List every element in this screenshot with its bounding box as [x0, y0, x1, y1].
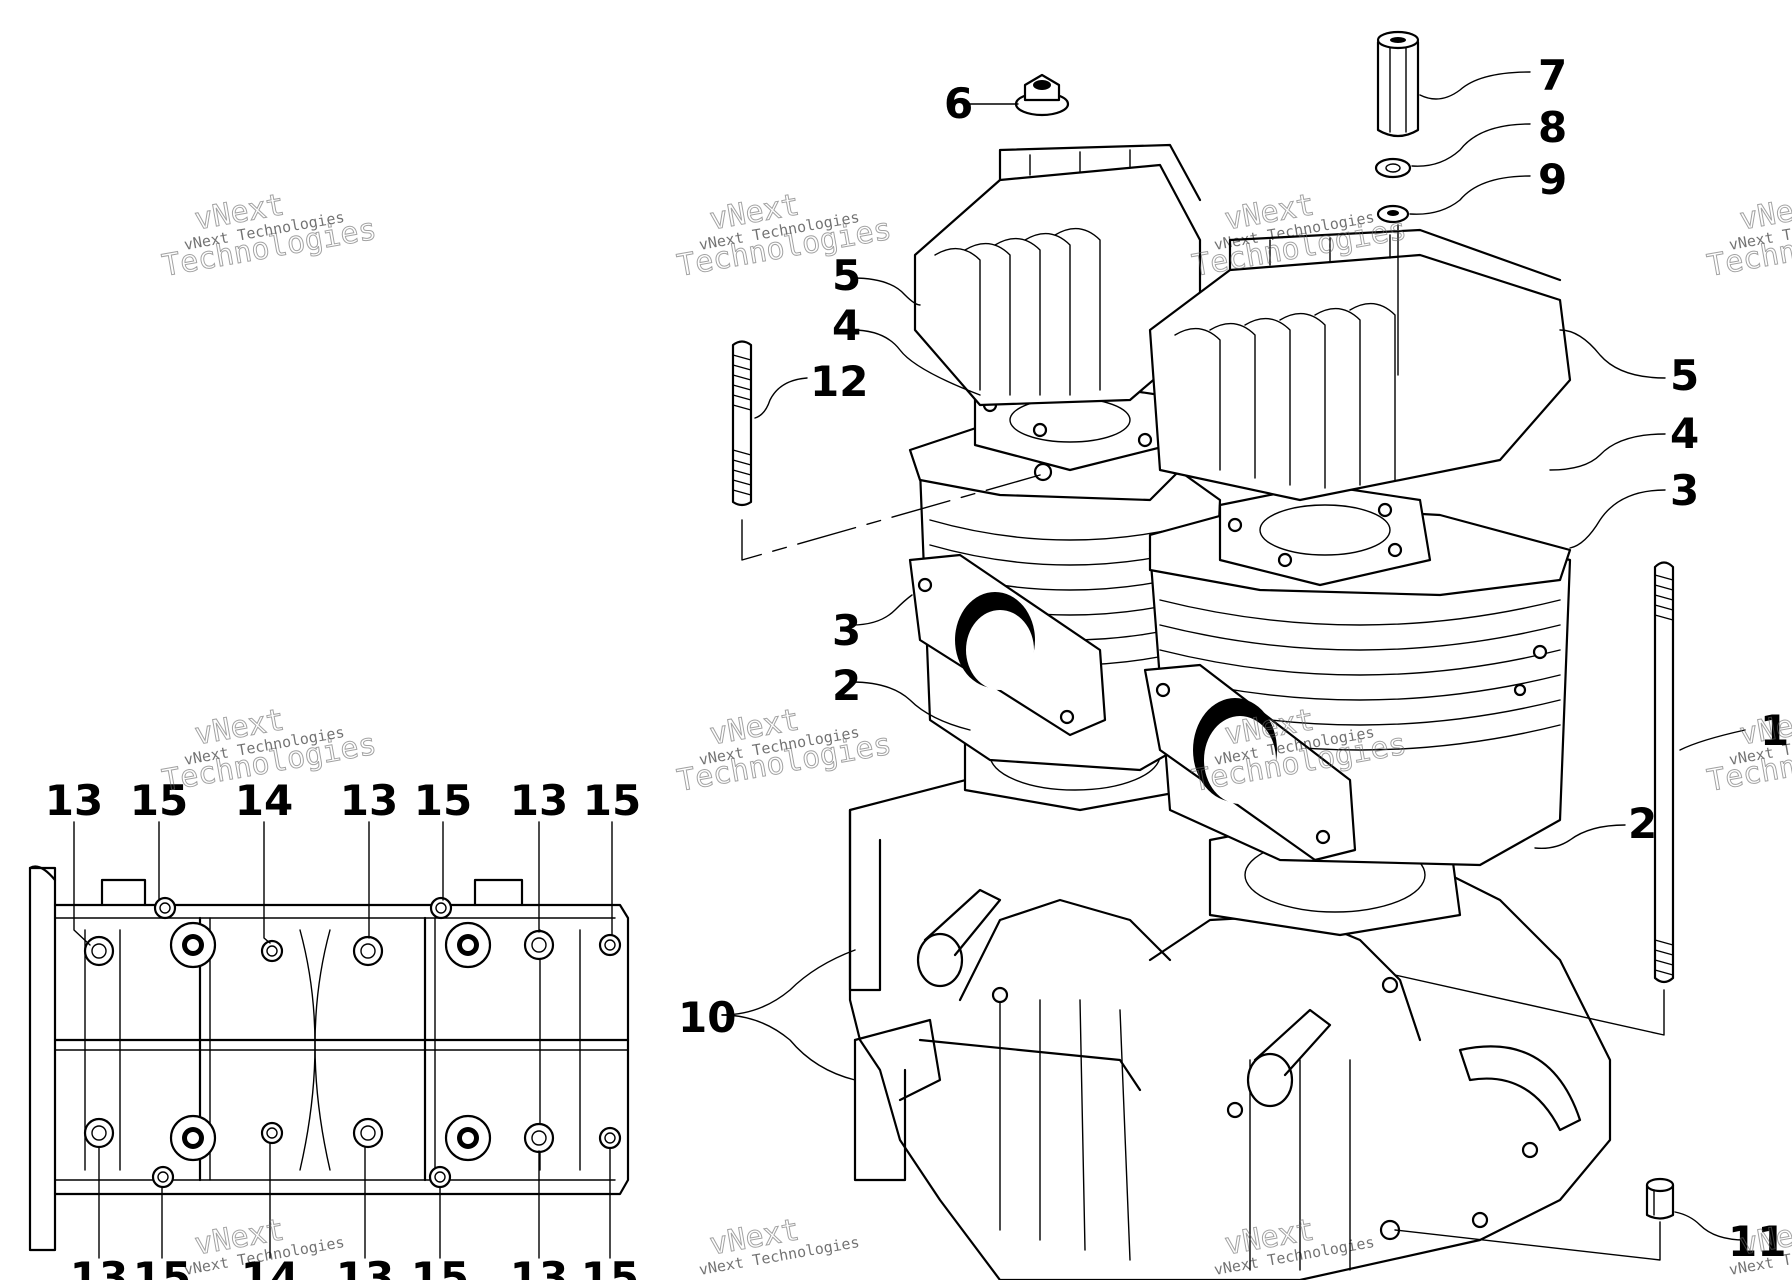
torque-label-bottom-1: 13 — [70, 1253, 128, 1280]
callout-2-right: 2 — [1628, 799, 1657, 848]
stud-short-part — [731, 340, 753, 507]
spacer-part — [1376, 30, 1420, 138]
callout-6: 6 — [944, 79, 973, 128]
cylinder-left — [908, 438, 1222, 772]
torque-label-top-2: 15 — [130, 776, 188, 825]
torque-label-top-7: 15 — [583, 776, 641, 825]
torque-label-top-5: 15 — [414, 776, 472, 825]
torque-label-bottom-5: 15 — [411, 1253, 469, 1280]
torque-label-top-4: 13 — [340, 776, 398, 825]
torque-label-bottom-6: 13 — [510, 1253, 568, 1280]
torque-label-top-3: 14 — [235, 776, 293, 825]
torque-label-bottom-7: 15 — [581, 1253, 639, 1280]
callout-5-right: 5 — [1670, 351, 1699, 400]
crankcase-torque-pattern: 13 15 14 13 15 13 15 13 15 14 13 15 13 1… — [28, 776, 641, 1280]
callout-10: 10 — [678, 993, 736, 1042]
torque-label-bottom-4: 13 — [336, 1253, 394, 1280]
callout-1: 1 — [1760, 706, 1789, 755]
callout-4-left: 4 — [832, 301, 861, 350]
callout-5-left: 5 — [832, 251, 861, 300]
torque-label-top-1: 13 — [45, 776, 103, 825]
stud-long-part — [1653, 561, 1675, 984]
callout-3-left: 3 — [832, 606, 861, 655]
cylinder-head-right — [1148, 228, 1572, 502]
callout-2-left: 2 — [832, 661, 861, 710]
callout-9: 9 — [1538, 155, 1567, 204]
cylinder-right — [1143, 508, 1572, 867]
callout-4-right: 4 — [1670, 409, 1699, 458]
engine-exploded-view: 1 2 2 3 3 4 4 5 5 6 7 8 9 10 11 12 — [678, 30, 1789, 1280]
callout-7: 7 — [1538, 51, 1567, 100]
callout-12: 12 — [810, 357, 868, 406]
callout-11: 11 — [1728, 1217, 1786, 1266]
callout-8: 8 — [1538, 103, 1567, 152]
torque-label-bottom-2: 15 — [133, 1253, 191, 1280]
washer-9-part — [1376, 204, 1410, 224]
watermark-4: vNext vNext Technologies Technologies — [1704, 187, 1792, 284]
cylinder-head-left — [913, 143, 1202, 407]
torque-label-top-6: 13 — [510, 776, 568, 825]
washer-8-part — [1374, 157, 1412, 179]
watermark-1: vNext vNext Technologies Technologies — [159, 187, 380, 284]
watermark-9: vNext vNext Technologies — [183, 1212, 346, 1279]
watermark-10: vNext vNext Technologies — [698, 1212, 861, 1279]
flange-nut-part — [1014, 73, 1070, 117]
torque-label-bottom-3: 14 — [241, 1253, 299, 1280]
dowel-pin-part — [1645, 1177, 1675, 1220]
callout-3-right: 3 — [1670, 466, 1699, 515]
watermark-8: vNext vNext Technologies Technologies — [1704, 702, 1792, 799]
